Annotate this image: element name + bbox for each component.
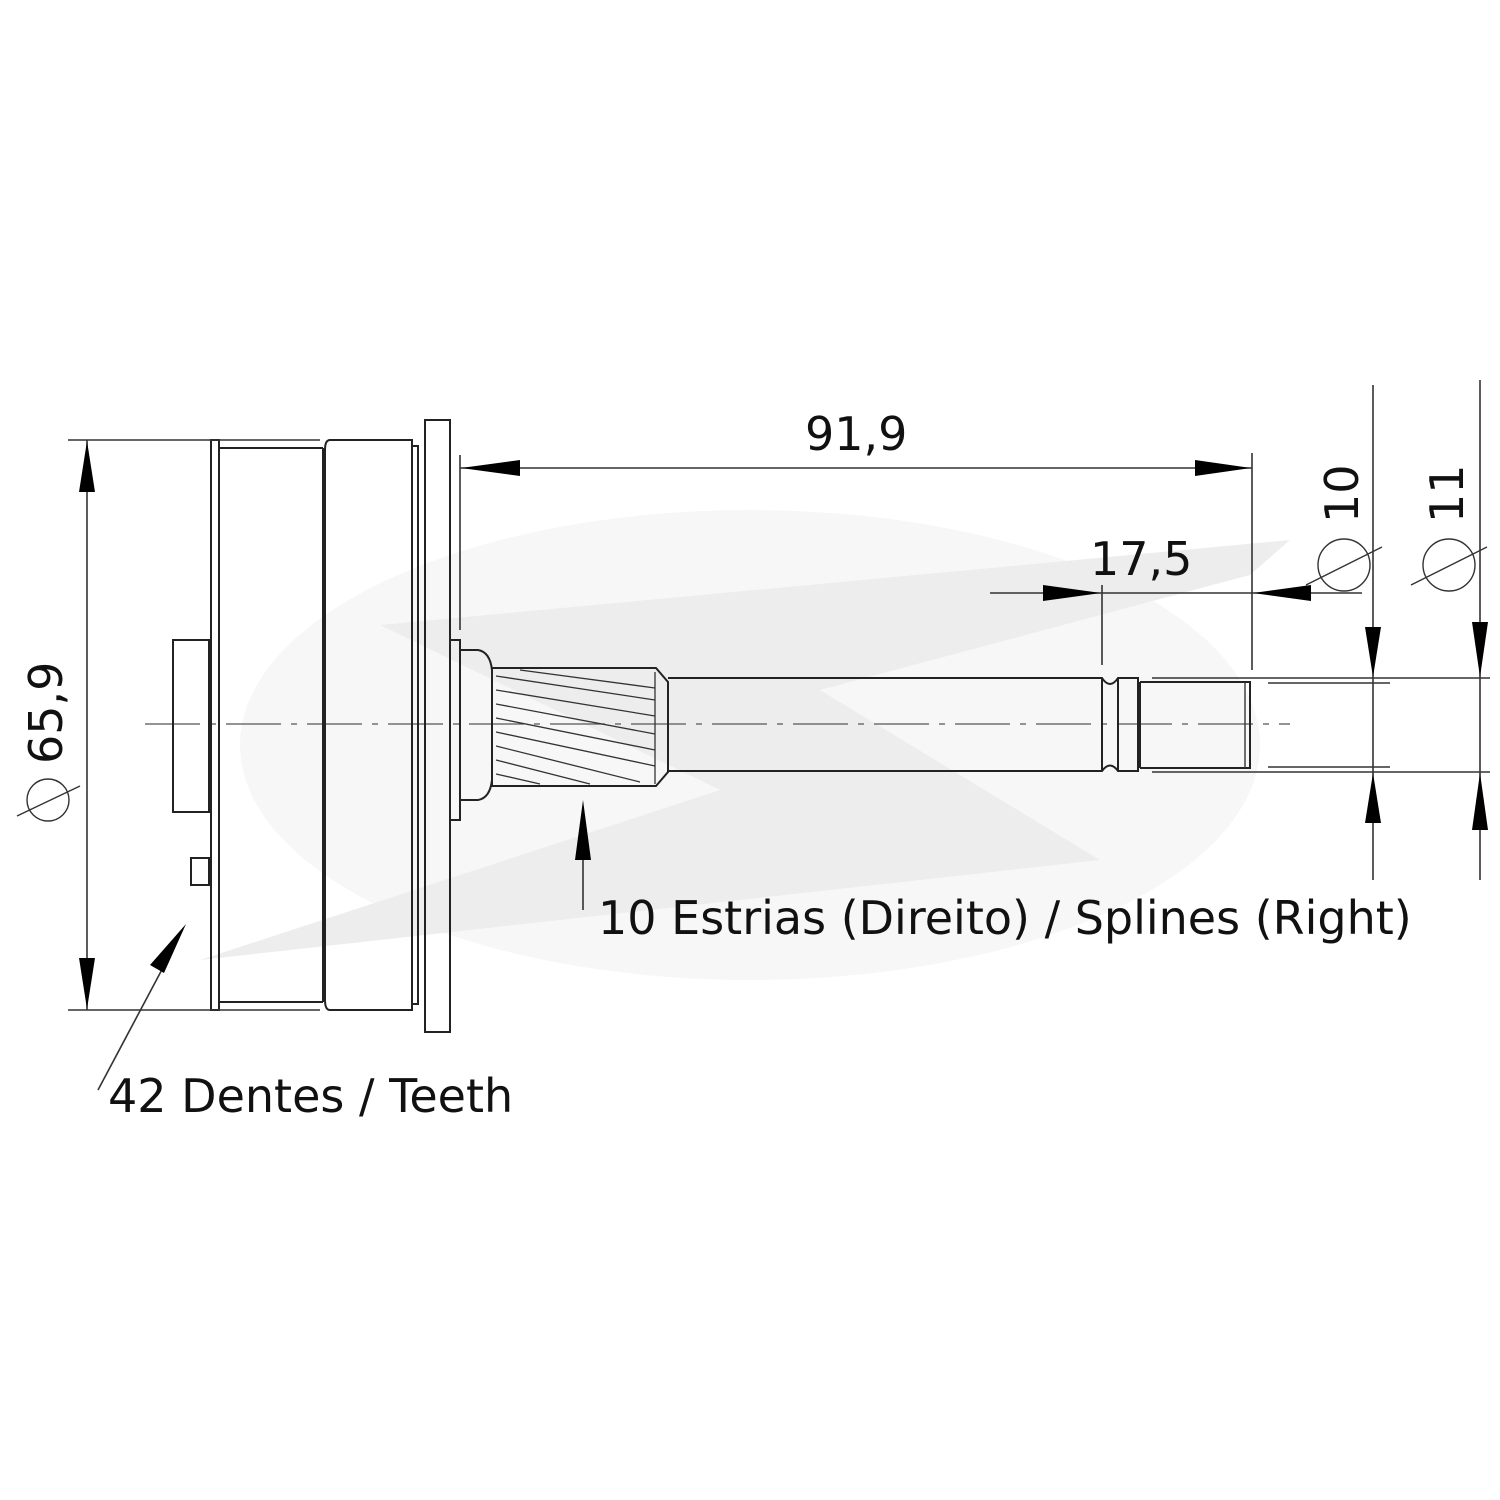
diameter-10-label: 10 [1315, 464, 1369, 523]
spline-length-17-5-label: 17,5 [1090, 532, 1192, 586]
pinion-drive-body [172, 419, 1490, 1033]
splines-label: 10 Estrias (Direito) / Splines (Right) [598, 891, 1412, 945]
diameter-65-9-label: 65,9 [19, 662, 73, 764]
teeth-label: 42 Dentes / Teeth [108, 1069, 513, 1123]
callout-teeth: 42 Dentes / Teeth [97, 924, 513, 1123]
dimension-spline-length-17-5: 17,5 [990, 532, 1362, 665]
diameter-11-label: 11 [1420, 464, 1474, 523]
watermark-logo [200, 510, 1290, 980]
length-91-9-label: 91,9 [805, 407, 907, 461]
dimension-diameter-65-9: 65,9 [16, 439, 320, 1011]
dimension-diameter-10: 10 [1305, 385, 1383, 880]
helical-splines [495, 669, 656, 785]
callout-splines: 10 Estrias (Direito) / Splines (Right) [575, 800, 1412, 945]
dimension-length-91-9: 91,9 [459, 407, 1253, 670]
dimension-diameter-11: 11 [1410, 380, 1488, 880]
